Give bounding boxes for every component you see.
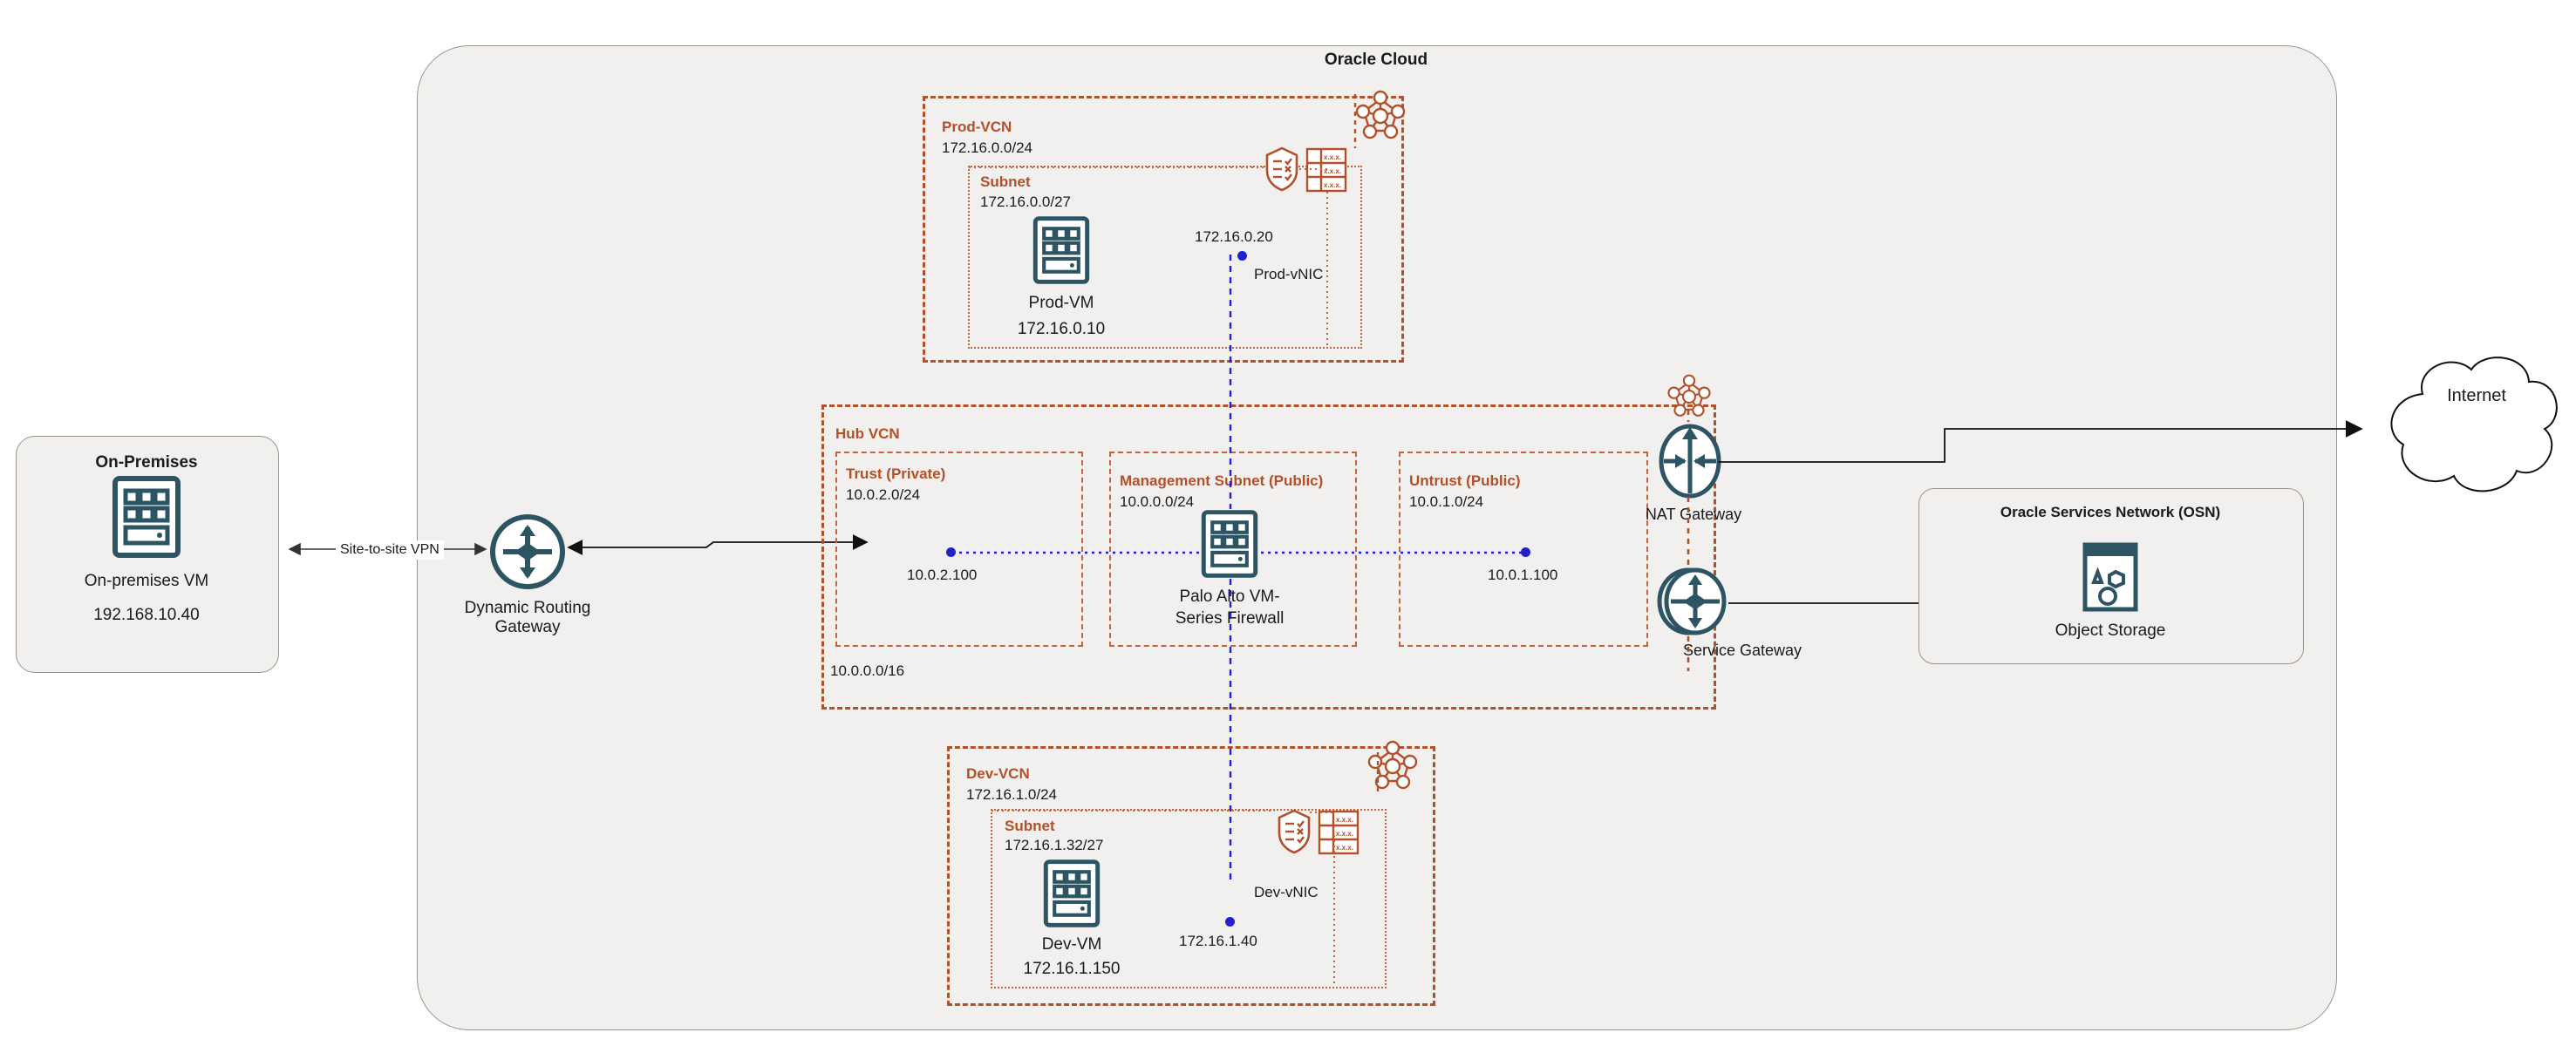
prod-vcn-cidr: 172.16.0.0/24	[942, 139, 1032, 156]
hub-dataplane-path	[952, 551, 1524, 554]
internet-label: Internet	[2447, 386, 2506, 405]
hub-subnet-trust-cidr: 10.0.2.0/24	[846, 486, 921, 503]
drg-to-hub-vcn-link	[567, 534, 869, 555]
dev-vnic-ip: 172.16.1.40	[1179, 933, 1257, 949]
prod-vm-label: Prod-VM	[1028, 294, 1094, 312]
dev-vm-label: Dev-VM	[1041, 935, 1102, 954]
trust-endpoint-dot	[946, 547, 956, 557]
osn-title: Oracle Services Network (OSN)	[2000, 504, 2221, 520]
oracle-cloud-title: Oracle Cloud	[1324, 51, 1428, 69]
dev-vnic-dot	[1225, 917, 1235, 927]
untrust-endpoint-ip: 10.0.1.100	[1488, 567, 1558, 583]
trust-endpoint-ip: 10.0.2.100	[907, 567, 978, 583]
prod-vm-ip: 172.16.0.10	[1017, 320, 1106, 338]
drg-router-icon[interactable]	[488, 513, 567, 591]
prod-vnic-ip: 172.16.0.20	[1195, 228, 1273, 245]
object-storage-icon[interactable]	[2082, 542, 2138, 612]
service-gateway-label: Service Gateway	[1683, 642, 1803, 659]
dev-vcn-mesh-icon	[1366, 739, 1420, 793]
svg-text:x.x.x.: x.x.x.	[1324, 181, 1341, 189]
site-to-site-vpn-label: Site-to-site VPN	[336, 540, 444, 560]
dev-vnic-label: Dev-vNIC	[1254, 884, 1319, 900]
dev-subnet-label: Subnet	[1005, 818, 1055, 834]
svg-text:x.x.x.: x.x.x.	[1336, 816, 1353, 824]
hub-subnet-management-container	[1109, 452, 1357, 647]
untrust-endpoint-dot	[1521, 547, 1530, 557]
prod-subnet-label: Subnet	[980, 173, 1031, 190]
prod-subnet-container	[968, 166, 1362, 349]
dev-vm-ip: 172.16.1.150	[1023, 960, 1121, 978]
dev-vm-icon[interactable]	[1043, 859, 1101, 927]
on-premises-vm-ip: 192.168.10.40	[93, 606, 200, 624]
on-premises-title: On-Premises	[95, 453, 198, 472]
drg-label-line2: Gateway	[494, 618, 561, 636]
hub-subnet-management-cidr: 10.0.0.0/24	[1120, 493, 1195, 510]
dev-subnet-container	[991, 809, 1387, 988]
prod-vcn-mesh-icon	[1353, 89, 1407, 143]
hub-subnet-untrust-cidr: 10.0.1.0/24	[1409, 493, 1484, 510]
dev-vcn-container	[947, 746, 1435, 1006]
prod-security-list-shield-icon	[1264, 146, 1299, 192]
hub-subnet-trust-container	[835, 452, 1083, 647]
prod-vnic-dot	[1237, 251, 1247, 261]
prod-vnic-label: Prod-vNIC	[1254, 266, 1324, 282]
drg-label-line1: Dynamic Routing	[464, 599, 591, 617]
svg-text:x.x.x.: x.x.x.	[1324, 153, 1341, 161]
vcn-peering-spine	[1229, 255, 1232, 880]
hub-vcn-container	[821, 404, 1716, 710]
firewall-label-line1: Palo Alto VM-	[1179, 588, 1280, 606]
gateway-attachment-line	[1687, 410, 1690, 671]
prod-vcn-label: Prod-VCN	[942, 119, 1012, 135]
service-gateway-icon[interactable]	[1655, 565, 1728, 638]
dev-vcn-label: Dev-VCN	[966, 765, 1030, 782]
hub-vcn-mesh-icon	[1666, 373, 1713, 420]
prod-route-table-icon: x.x.x. x.x.x. x.x.x.	[1305, 147, 1347, 193]
hub-subnet-untrust-label: Untrust (Public)	[1409, 472, 1521, 489]
hub-vcn-cidr: 10.0.0.0/16	[830, 662, 905, 679]
prod-vcn-container	[923, 96, 1404, 363]
svg-text:x.x.x.: x.x.x.	[1324, 167, 1341, 175]
dev-route-table-icon: x.x.x. x.x.x. x.x.x.	[1318, 810, 1360, 855]
dev-subnet-cidr: 172.16.1.32/27	[1005, 837, 1104, 853]
dev-security-list-shield-icon	[1277, 809, 1312, 854]
dev-vcn-cidr: 172.16.1.0/24	[966, 786, 1057, 803]
nat-to-internet-link	[1718, 420, 2363, 463]
hub-subnet-management-label: Management Subnet (Public)	[1120, 472, 1324, 489]
on-premises-vm-icon	[112, 476, 181, 558]
on-premises-vm-label: On-premises VM	[84, 572, 209, 590]
prod-vm-icon[interactable]	[1032, 216, 1090, 284]
nat-gateway-icon[interactable]	[1657, 420, 1723, 499]
hub-subnet-untrust-container	[1399, 452, 1648, 647]
firewall-vm-icon[interactable]	[1201, 510, 1258, 578]
dev-icon-connectors	[992, 748, 1380, 987]
hub-vcn-label: Hub VCN	[835, 425, 900, 442]
nat-gateway-label: NAT Gateway	[1645, 506, 1742, 523]
internet-cloud-icon	[2381, 349, 2573, 506]
object-storage-label: Object Storage	[2055, 621, 2166, 640]
svg-text:x.x.x.: x.x.x.	[1336, 844, 1353, 852]
prod-icon-connectors	[969, 94, 1357, 345]
prod-subnet-cidr: 172.16.0.0/27	[980, 194, 1071, 210]
hub-subnet-trust-label: Trust (Private)	[846, 465, 946, 482]
svg-text:x.x.x.: x.x.x.	[1336, 830, 1353, 838]
